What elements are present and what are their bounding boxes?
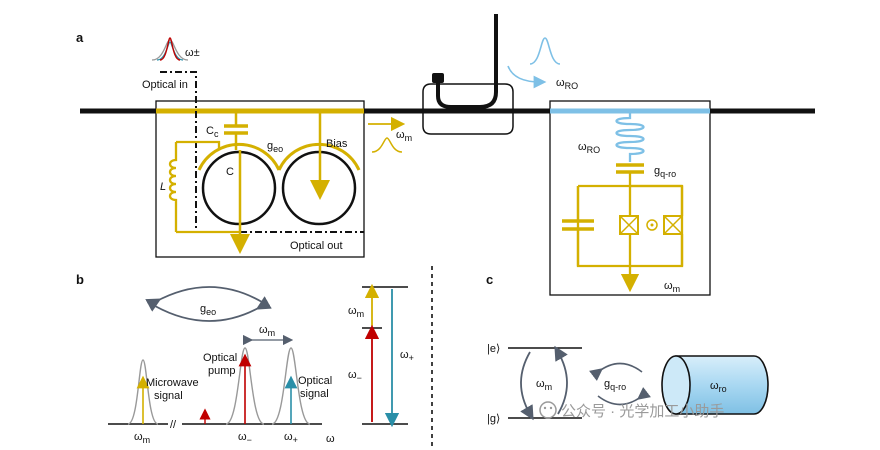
panel-b-label: b — [76, 272, 84, 287]
watermark-text: 公众号 · 光学加工小助手 — [561, 403, 724, 420]
readout-resonator — [615, 111, 645, 162]
omega-m-label-a: ωm — [396, 129, 412, 143]
gq-ro-arc-bottom — [597, 387, 651, 406]
electro-optic-box — [155, 100, 365, 258]
josephson-junction-left — [619, 215, 639, 235]
geo-b-label: geo — [200, 303, 216, 317]
optical-fiber-path — [160, 71, 364, 233]
omega-m-b-label: ωm — [259, 324, 275, 338]
optical-out-label: Optical out — [290, 240, 343, 252]
readout-peak — [529, 37, 561, 65]
axis-omega-label: ω — [326, 433, 335, 445]
panel-c-label: c — [486, 272, 493, 287]
optical-pump-label-2: pump — [208, 365, 236, 377]
readout-arrow — [507, 65, 547, 89]
optical-signal-peak — [271, 347, 311, 425]
geo-label: geo — [267, 140, 283, 154]
axis-break: // — [170, 419, 177, 431]
pump-peak — [225, 347, 265, 425]
panel-a-label: a — [76, 30, 84, 45]
flux-symbol — [646, 219, 658, 231]
tick-omega-m: ωm — [134, 431, 150, 445]
microwave-peak — [127, 359, 159, 425]
tick-omega-plus: ω+ — [284, 431, 298, 445]
c-label: C — [226, 166, 234, 178]
panel-a: a ω± Optical in Optical out Cc C geo — [76, 14, 815, 296]
optical-in-peaks — [151, 37, 189, 61]
panel-b: b geo ωm // ω Microwave signal Optical p… — [76, 272, 414, 445]
fridge-connector — [432, 73, 444, 83]
omega-m-c-label: ωm — [536, 378, 552, 392]
microwave-signal-label-1: Microwave — [146, 377, 199, 389]
optical-signal-label-2: signal — [300, 388, 329, 400]
ket-e-label: |e⟩ — [487, 343, 500, 355]
optical-pump-label-1: Optical — [203, 352, 237, 364]
level-omega-m-label: ωm — [348, 305, 364, 319]
gq-ro-arc-top — [589, 362, 643, 381]
omega-ro-c-label: ωro — [710, 380, 727, 394]
optical-in-label: Optical in — [142, 79, 188, 91]
inductor-coil — [168, 142, 178, 232]
fridge-cable — [436, 14, 498, 109]
omega-pm-label: ω± — [185, 47, 200, 59]
panel-c: c |e⟩ |g⟩ ωm gq-ro ωro — [486, 272, 769, 425]
omega-ro-top-label: ωRO — [556, 77, 578, 91]
microwave-signal-label-2: signal — [154, 390, 183, 402]
bias-label: Bias — [326, 138, 348, 150]
josephson-junction-right — [663, 215, 683, 235]
omega-m-pulse — [371, 137, 403, 153]
wechat-icon — [539, 401, 557, 419]
omega-ro-res-label: ωRO — [578, 141, 600, 155]
geo-arc-bottom — [154, 296, 272, 322]
qubit-drive-down — [520, 351, 534, 421]
gq-ro-label: gq-ro — [654, 165, 676, 179]
level-omega-plus-label: ω+ — [400, 349, 414, 363]
omega-m-right-label: ωm — [664, 280, 680, 294]
qubit-box — [549, 100, 711, 296]
fridge-box — [422, 83, 514, 135]
optical-signal-label-1: Optical — [298, 375, 332, 387]
ket-g-label: |g⟩ — [487, 413, 500, 425]
watermark: 公众号 · 光学加工小助手 — [539, 401, 724, 420]
tick-omega-minus: ω− — [238, 431, 252, 445]
level-omega-minus-label: ω− — [348, 369, 362, 383]
geo-arc-top — [145, 286, 263, 312]
qubit-drive-up — [554, 345, 568, 415]
gq-ro-c-label: gq-ro — [604, 378, 626, 392]
l-label: L — [160, 181, 166, 193]
cc-label: Cc — [206, 125, 219, 139]
electrode-arc-left — [197, 142, 281, 171]
readout-cavity-cylinder — [661, 355, 769, 415]
